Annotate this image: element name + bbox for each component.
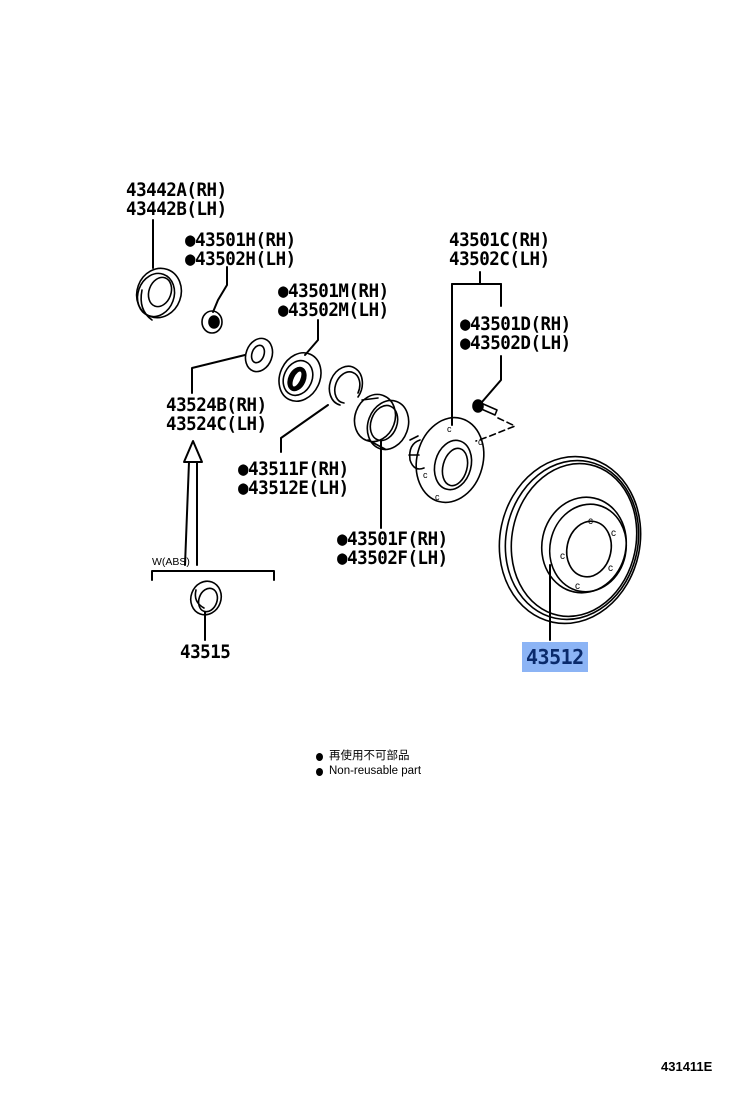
label-43501C[interactable]: 43501C(RH) 43502C(LH) xyxy=(449,231,550,269)
part-number-lh[interactable]: 43442B(LH) xyxy=(126,198,227,220)
svg-text:c: c xyxy=(423,470,428,480)
part-number-lh[interactable]: ●43512E(LH) xyxy=(238,477,349,499)
bullet-icon xyxy=(316,752,323,761)
part-number-lh[interactable]: ●43502M(LH) xyxy=(278,299,389,321)
label-43524[interactable]: 43524B(RH) 43524C(LH) xyxy=(166,396,267,434)
part-number-rh[interactable]: ●43501H(RH) xyxy=(185,229,296,251)
legend-item-jp: 再使用不可部品 xyxy=(316,749,421,764)
abs-group-label: W(ABS) xyxy=(152,556,190,568)
part-number-lh[interactable]: ●43502F(LH) xyxy=(337,547,448,569)
legend: 再使用不可部品 Non-reusable part xyxy=(316,749,421,779)
leader-lines xyxy=(151,219,551,641)
figure-code: 431411E xyxy=(661,1059,713,1074)
label-43501D[interactable]: ●43501D(RH) ●43502D(LH) xyxy=(460,315,571,353)
thrust-washer-drawing xyxy=(244,337,274,373)
part-number-rh[interactable]: ●43501F(RH) xyxy=(337,528,448,550)
oil-seal-drawing xyxy=(135,267,183,321)
label-43501F[interactable]: ●43501F(RH) ●43502F(LH) xyxy=(337,530,448,568)
label-43512-highlighted[interactable]: 43512 xyxy=(522,642,588,672)
brake-disc-drawing: c c c c c xyxy=(498,455,642,625)
svg-text:c: c xyxy=(575,581,580,592)
part-number-lh[interactable]: ●43502H(LH) xyxy=(185,248,296,270)
label-43501M[interactable]: ●43501M(RH) ●43502M(LH) xyxy=(278,282,389,320)
label-43515[interactable]: 43515 xyxy=(180,641,231,663)
snap-ring-drawing xyxy=(328,365,364,406)
legend-text-en: Non-reusable part xyxy=(329,765,422,777)
svg-text:c: c xyxy=(611,528,616,539)
part-number-lh[interactable]: 43524C(LH) xyxy=(166,413,267,435)
outer-bearing-drawing xyxy=(278,352,322,402)
label-43442[interactable]: 43442A(RH) 43442B(LH) xyxy=(126,181,227,219)
part-number-rh[interactable]: 43524B(RH) xyxy=(166,394,267,416)
bullet-icon xyxy=(316,767,323,776)
svg-text:c: c xyxy=(478,437,483,447)
part-number-rh[interactable]: 43501C(RH) xyxy=(449,229,550,251)
axle-hub-drawing: c c c c xyxy=(408,416,485,504)
arrow-head xyxy=(183,440,203,463)
abs-ring-drawing xyxy=(189,580,223,616)
lock-nut-drawing xyxy=(201,310,223,334)
legend-text-jp: 再使用不可部品 xyxy=(329,750,410,762)
svg-text:c: c xyxy=(588,516,593,527)
part-number-rh[interactable]: ●43511F(RH) xyxy=(238,458,349,480)
part-number-lh[interactable]: ●43502D(LH) xyxy=(460,332,571,354)
inner-bearing-drawing xyxy=(353,393,410,451)
part-number-rh[interactable]: ●43501D(RH) xyxy=(460,313,571,335)
label-43501H[interactable]: ●43501H(RH) ●43502H(LH) xyxy=(185,231,296,269)
part-number-lh[interactable]: 43502C(LH) xyxy=(449,248,550,270)
svg-text:c: c xyxy=(560,551,565,562)
label-43511[interactable]: ●43511F(RH) ●43512E(LH) xyxy=(238,460,349,498)
svg-text:c: c xyxy=(608,563,613,574)
svg-text:c: c xyxy=(447,424,452,434)
part-number-rh[interactable]: 43442A(RH) xyxy=(126,179,227,201)
svg-text:c: c xyxy=(435,492,440,502)
legend-item-en: Non-reusable part xyxy=(316,764,421,779)
hub-bolt-drawing xyxy=(472,399,498,416)
part-number-rh[interactable]: ●43501M(RH) xyxy=(278,280,389,302)
bolt-dash-line xyxy=(475,417,516,442)
